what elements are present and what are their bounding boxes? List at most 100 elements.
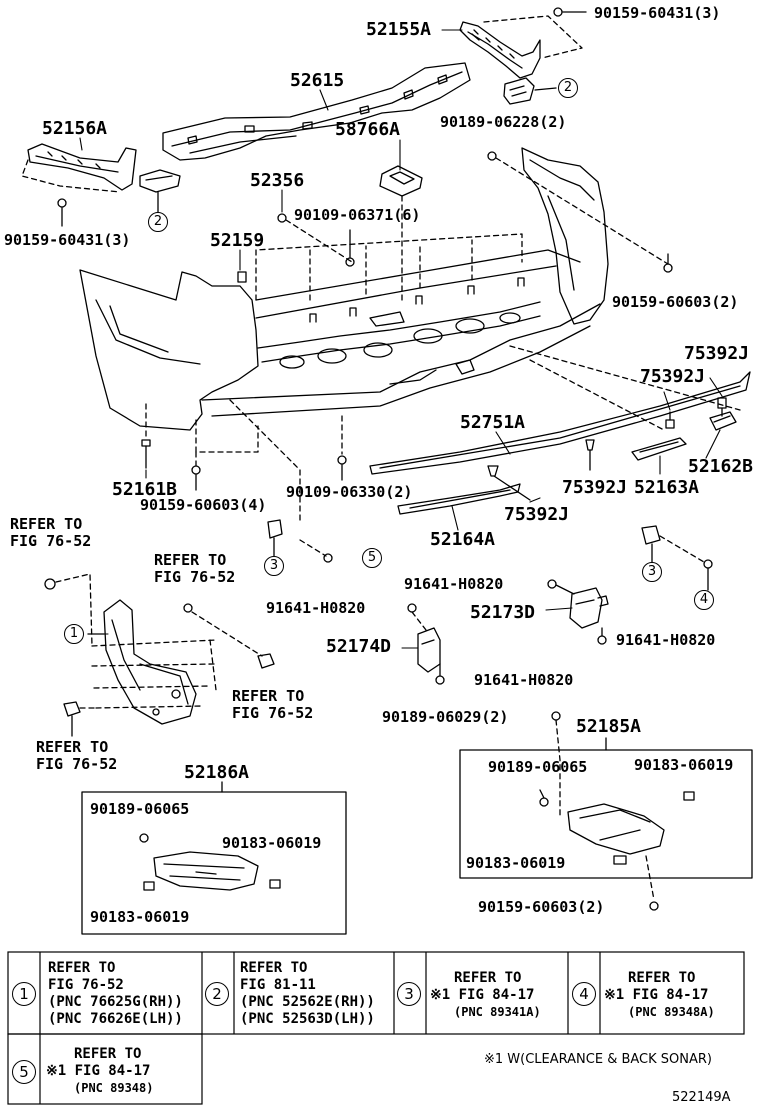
part-label-90183-06019[interactable]: 90183-06019	[90, 908, 190, 926]
bracket-52156A	[21, 143, 137, 193]
clip-5	[299, 539, 333, 563]
part-52162B	[709, 411, 737, 431]
bolt-90189-06065-right	[539, 789, 549, 807]
part-label-75392J[interactable]: 75392J	[640, 366, 706, 387]
refer-note-left-top[interactable]: REFER TO FIG 76-52	[10, 516, 91, 550]
callout-3[interactable]: 3	[642, 562, 662, 582]
part-label-90189-06029[interactable]: 90189-06029(2)	[382, 708, 509, 726]
callout-4[interactable]: 4	[694, 590, 714, 610]
part-label-52156A[interactable]: 52156A	[42, 118, 108, 139]
legend-line: REFER TO	[454, 970, 522, 986]
part-label-52163A[interactable]: 52163A	[634, 477, 700, 498]
leader-lines	[79, 29, 723, 649]
part-label-90189-06228[interactable]: 90189-06228(2)	[440, 113, 567, 131]
nut-90183-06019-l2	[143, 881, 155, 891]
bolt-91641-d	[435, 663, 445, 685]
bolt-90159-60603-left	[191, 465, 201, 491]
bolt-left-bracket	[57, 198, 67, 227]
part-label-75392J[interactable]: 75392J	[684, 343, 750, 364]
part-label-52185A[interactable]: 52185A	[576, 716, 642, 737]
refer-line: REFER TO	[10, 515, 83, 533]
callout-5[interactable]: 5	[362, 548, 382, 568]
bolt-90189-06065-left	[139, 833, 149, 843]
legend-line: (PNC 52563D(LH))	[240, 1011, 375, 1027]
part-label-91641-H0820[interactable]: 91641-H0820	[474, 671, 574, 689]
part-label-90183-06019[interactable]: 90183-06019	[222, 834, 322, 852]
clip-4	[659, 535, 713, 591]
part-label-90159-60603[interactable]: 90159-60603(2)	[612, 293, 739, 311]
legend-line: ※1 FIG 84-17	[46, 1063, 151, 1079]
part-label-75392J[interactable]: 75392J	[504, 504, 570, 525]
nut-90183-06019-l1	[269, 879, 281, 889]
part-label-90109-06371[interactable]: 90109-06371(6)	[294, 206, 421, 224]
legend-entry-2[interactable]: REFER TO FIG 81-11 (PNC 52562E(RH)) (PNC…	[240, 960, 375, 1028]
part-label-90183-06019[interactable]: 90183-06019	[634, 756, 734, 774]
legend-line: ※1 FIG 84-17	[604, 987, 709, 1003]
refer-line: FIG 76-52	[154, 568, 236, 586]
part-label-52173D[interactable]: 52173D	[470, 602, 536, 623]
legend-line: (PNC 52562E(RH))	[240, 994, 375, 1010]
part-label-90159-60603[interactable]: 90159-60603(4)	[140, 496, 267, 514]
part-label-91641-H0820[interactable]: 91641-H0820	[266, 599, 366, 617]
part-label-52356[interactable]: 52356	[250, 170, 305, 191]
legend-line: (PNC 89348A)	[628, 1005, 715, 1019]
part-58766A	[379, 165, 423, 197]
callout-2[interactable]: 2	[148, 212, 168, 232]
part-label-52174D[interactable]: 52174D	[326, 636, 392, 657]
bolt-90159-60603-right	[663, 253, 673, 273]
callout-3[interactable]: 3	[264, 556, 284, 576]
callout-1[interactable]: 1	[64, 624, 84, 644]
refer-note-right[interactable]: REFER TO FIG 76-52	[232, 688, 313, 722]
legend-callout-3: 3	[397, 982, 421, 1006]
molding-52751A	[369, 371, 751, 475]
part-label-52161B[interactable]: 52161B	[112, 479, 178, 500]
legend-line: REFER TO	[628, 970, 696, 986]
bolt-90189-06029	[551, 711, 561, 817]
retainer-52161B	[141, 439, 151, 469]
part-label-90109-06330[interactable]: 90109-06330(2)	[286, 483, 413, 501]
part-label-91641-H0820[interactable]: 91641-H0820	[404, 575, 504, 593]
clip-52356	[277, 213, 287, 223]
legend-entry-5[interactable]: REFER TO ※1 FIG 84-17 (PNC 89348)	[46, 1046, 153, 1097]
part-label-52164A[interactable]: 52164A	[430, 529, 496, 550]
legend-line: (PNC 76626E(LH))	[48, 1011, 183, 1027]
part-label-90189-06065[interactable]: 90189-06065	[488, 758, 588, 776]
part-52163A	[631, 437, 687, 461]
part-label-90183-06019[interactable]: 90183-06019	[466, 854, 566, 872]
refer-note-middle[interactable]: REFER TO FIG 76-52	[154, 552, 235, 586]
refer-line: REFER TO	[232, 687, 305, 705]
part-label-90159-60431[interactable]: 90159-60431(3)	[594, 4, 721, 22]
part-label-52615[interactable]: 52615	[290, 70, 345, 91]
legend-line: FIG 81-11	[240, 977, 316, 993]
callout-2[interactable]: 2	[558, 78, 578, 98]
extension-piece-1	[87, 599, 217, 725]
part-label-91641-H0820[interactable]: 91641-H0820	[616, 631, 716, 649]
nut-refer-left-bottom	[63, 701, 97, 737]
bolt-90109-06330	[337, 455, 347, 481]
part-label-90189-06065[interactable]: 90189-06065	[90, 800, 190, 818]
part-label-52751A[interactable]: 52751A	[460, 412, 526, 433]
part-label-90159-60603[interactable]: 90159-60603(2)	[478, 898, 605, 916]
bolt-91641-c	[597, 627, 607, 645]
part-label-90159-60431[interactable]: 90159-60431(3)	[4, 231, 131, 249]
clip-75392J-b	[665, 411, 675, 429]
legend-entry-1[interactable]: REFER TO FIG 76-52 (PNC 76625G(RH)) (PNC…	[48, 960, 183, 1028]
refer-note-left-bottom[interactable]: REFER TO FIG 76-52	[36, 739, 117, 773]
refer-line: FIG 76-52	[36, 755, 118, 773]
part-label-52186A[interactable]: 52186A	[184, 762, 250, 783]
part-label-52159[interactable]: 52159	[210, 230, 265, 251]
reinforcement-52615	[162, 62, 471, 161]
legend-line: (PNC 89348)	[74, 1081, 154, 1095]
clip-75392J-d	[487, 465, 531, 501]
part-label-52162B[interactable]: 52162B	[688, 456, 754, 477]
legend-entry-4[interactable]: REFER TO ※1 FIG 84-17 (PNC 89348A)	[604, 970, 715, 1021]
part-label-75392J[interactable]: 75392J	[562, 477, 628, 498]
nut-refer-right	[257, 653, 275, 669]
nut-90183-06019-r1	[683, 791, 695, 801]
legend-entry-3[interactable]: REFER TO ※1 FIG 84-17 (PNC 89341A)	[430, 970, 541, 1021]
part-label-58766A[interactable]: 58766A	[335, 119, 401, 140]
figure-id: 522149A	[672, 1090, 731, 1105]
part-label-52155A[interactable]: 52155A	[366, 19, 432, 40]
